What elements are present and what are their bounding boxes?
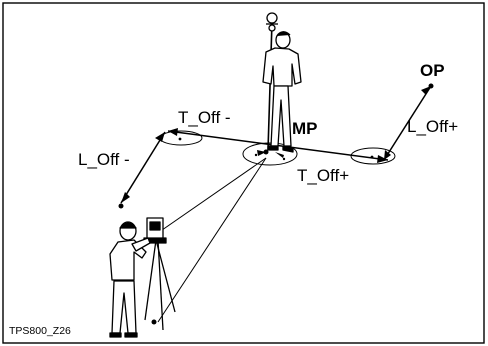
mp-ground-dot-a [254, 153, 258, 157]
arrowheads [121, 86, 431, 203]
arrow-mp-right [275, 152, 284, 158]
instrument-to-mp-line [157, 157, 267, 323]
l-minus-end-point [118, 203, 124, 209]
label-l-off-plus: L_Off+ [407, 117, 458, 136]
mp-ground-dot-b [282, 157, 286, 161]
label-mp: MP [292, 119, 318, 138]
mp-point [263, 149, 269, 155]
station-point [151, 319, 157, 325]
arrow-l-plus-top [421, 86, 431, 95]
right-offset-ground-ellipse [350, 147, 396, 165]
op-point [428, 83, 434, 89]
right-ground-dot [370, 155, 374, 159]
diagram-border [2, 2, 485, 344]
arrow-l-minus-bottom [121, 192, 130, 203]
label-t-off-minus: T_Off - [178, 108, 231, 127]
l-off-plus-line [383, 85, 432, 161]
left-ground-dot [178, 137, 182, 141]
sight-line [151, 157, 267, 238]
arrow-l-plus-bottom [384, 150, 391, 160]
person-holding-prism-rod-icon [262, 12, 302, 153]
person-with-total-station-icon [109, 217, 176, 338]
arrow-t-plus-right [377, 155, 388, 163]
point-dots [118, 83, 434, 325]
arrow-t-minus-left [168, 128, 178, 136]
label-l-off-minus: L_Off - [78, 150, 130, 169]
ground-markers [159, 130, 396, 166]
label-t-off-plus: T_Off+ [297, 166, 349, 185]
mp-ground-ellipse [242, 142, 298, 166]
label-op: OP [420, 61, 445, 80]
figure-caption: TPS800_Z26 [9, 325, 71, 337]
arrow-l-minus-top [155, 132, 165, 142]
l-off-minus-line [120, 131, 166, 204]
